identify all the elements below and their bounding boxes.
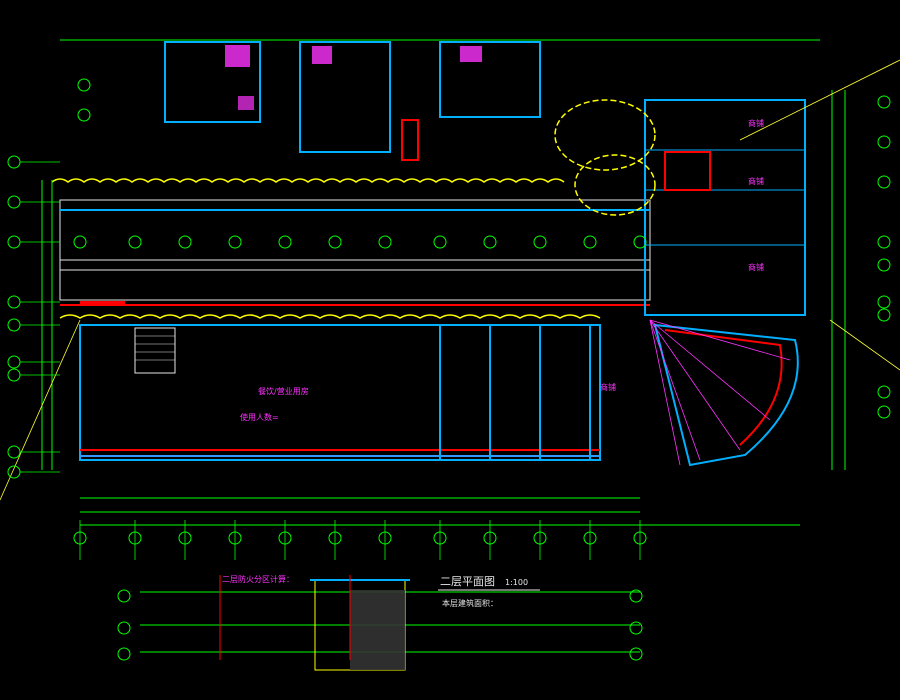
axis-bubble-col-mid	[378, 235, 392, 249]
floor-area-label: 本层建筑面积：	[442, 598, 498, 608]
axis-bubble-detail-right	[629, 621, 643, 635]
axis-bubble-row-right	[877, 235, 891, 249]
axis-bubble-col-mid	[228, 235, 242, 249]
axis-bubble-row	[7, 295, 21, 309]
axis-bubble-row	[7, 318, 21, 332]
axis-bubble-col	[228, 531, 242, 545]
axis-bubble-col	[433, 531, 447, 545]
axis-bubble-top	[77, 78, 91, 92]
shop-label-3: 商铺	[748, 262, 764, 272]
axis-bubble-col-mid	[73, 235, 87, 249]
shop-label-1: 商铺	[748, 118, 764, 128]
occupancy-note-large: 使用人数=	[240, 412, 279, 422]
axis-bubbles	[7, 78, 891, 661]
axis-bubble-col-mid	[328, 235, 342, 249]
axis-bubble-col	[483, 531, 497, 545]
axis-bubble-col-mid	[533, 235, 547, 249]
room-label-large: 餐饮/营业用房	[258, 386, 309, 396]
axis-bubble-row-right	[877, 295, 891, 309]
axis-bubble-col-mid	[178, 235, 192, 249]
drawing-scale: 1:100	[505, 578, 528, 587]
axis-bubble-detail	[117, 589, 131, 603]
building-geometry	[0, 39, 900, 671]
axis-bubble-col-mid	[128, 235, 142, 249]
axis-bubble-col	[278, 531, 292, 545]
axis-bubble-row-right	[877, 95, 891, 109]
axis-bubble-top	[77, 108, 91, 122]
axis-bubble-row	[7, 355, 21, 369]
axis-bubble-row-right	[877, 135, 891, 149]
axis-bubble-detail	[117, 647, 131, 661]
axis-bubble-col	[128, 531, 142, 545]
axis-bubble-col-mid	[278, 235, 292, 249]
axis-bubble-col	[583, 531, 597, 545]
axis-bubble-row-right	[877, 258, 891, 272]
axis-bubble-col	[178, 531, 192, 545]
drawing-title: 二层平面图	[440, 575, 495, 588]
axis-bubble-row-right	[877, 175, 891, 189]
axis-bubble-row	[7, 235, 21, 249]
axis-bubble-col-mid	[433, 235, 447, 249]
axis-bubble-row	[7, 155, 21, 169]
axis-bubble-row	[7, 465, 21, 479]
axis-bubble-col	[73, 531, 87, 545]
shop-label-4: 商铺	[600, 382, 616, 392]
axis-bubble-col	[378, 531, 392, 545]
axis-bubble-row	[7, 445, 21, 459]
axis-bubble-row-right	[877, 405, 891, 419]
axis-bubble-row	[7, 195, 21, 209]
axis-bubble-col	[533, 531, 547, 545]
axis-bubble-col	[633, 531, 647, 545]
axis-bubble-detail-right	[629, 589, 643, 603]
axis-grid	[20, 161, 641, 560]
axis-bubble-col	[328, 531, 342, 545]
axis-bubble-col-mid	[633, 235, 647, 249]
notes-heading: 二层防火分区计算：	[222, 574, 294, 584]
shop-label-2: 商铺	[748, 176, 764, 186]
axis-bubble-col-mid	[583, 235, 597, 249]
axis-bubble-detail-right	[629, 647, 643, 661]
axis-bubble-row	[7, 368, 21, 382]
axis-bubble-col-mid	[483, 235, 497, 249]
axis-bubble-row-right	[877, 308, 891, 322]
axis-bubble-detail	[117, 621, 131, 635]
axis-bubble-row-right	[877, 385, 891, 399]
